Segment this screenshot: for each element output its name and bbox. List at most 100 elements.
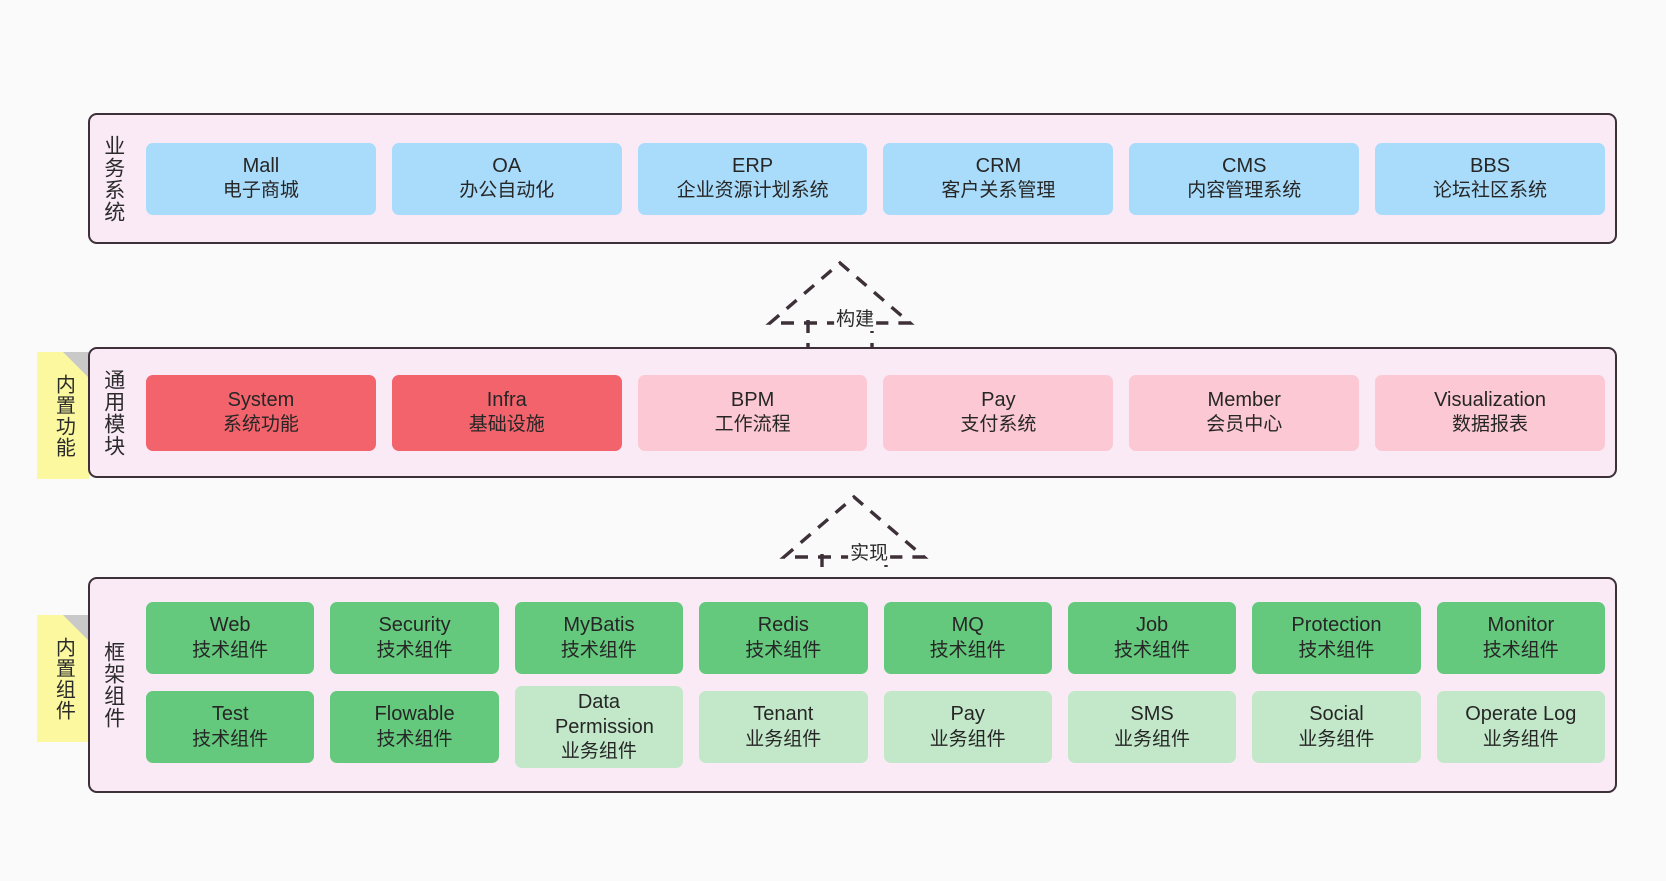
box-bpm[interactable]: BPM 工作流程	[637, 374, 868, 451]
box-infra-name: Infra	[486, 388, 527, 411]
box-oa[interactable]: OA 办公自动化	[391, 142, 622, 215]
box-web-name: Web	[209, 614, 251, 637]
box-social-name: Social	[1309, 703, 1364, 726]
box-job[interactable]: Job 技术组件	[1067, 602, 1237, 674]
box-mq[interactable]: MQ 技术组件	[883, 602, 1052, 674]
note-builtin-components: 内置组件	[37, 615, 89, 742]
layer-body-framework-components: Web 技术组件 Security 技术组件 MyBatis 技术组件 Redi…	[136, 579, 1615, 791]
box-monitor-name: Monitor	[1487, 614, 1555, 637]
box-security-desc: 技术组件	[376, 639, 453, 661]
layer-body-common-modules: System 系统功能 Infra 基础设施 BPM 工作流程 Pay 支付系统…	[136, 349, 1615, 476]
box-web[interactable]: Web 技术组件	[146, 602, 315, 674]
box-mq-name: MQ	[951, 614, 984, 637]
box-bpm-desc: 工作流程	[714, 414, 791, 436]
note-builtin-features: 内置功能	[37, 352, 89, 479]
box-social-desc: 业务组件	[1298, 728, 1375, 750]
box-infra-desc: 基础设施	[468, 414, 545, 436]
box-system-desc: 系统功能	[222, 414, 299, 436]
box-operate-log-name: Operate Log	[1465, 703, 1577, 726]
layer-title-framework-components: 框架组件	[101, 641, 125, 729]
box-bbs[interactable]: BBS 论坛社区系统	[1375, 142, 1605, 215]
box-member-desc: 会员中心	[1206, 414, 1283, 436]
box-sms-desc: 业务组件	[1114, 728, 1191, 750]
box-operate-log[interactable]: Operate Log 业务组件	[1436, 691, 1605, 763]
layer-business-systems: 业务系统 Mall 电子商城 OA 办公自动化 ERP 企业资源计划系统 CRM…	[88, 113, 1617, 244]
box-tenant-name: Tenant	[753, 703, 814, 726]
connector-implement-label: 实现	[848, 538, 891, 565]
box-flowable-name: Flowable	[374, 703, 455, 726]
implement-arrowhead	[779, 494, 929, 559]
box-pay-component-name: Pay	[950, 703, 985, 726]
box-redis[interactable]: Redis 技术组件	[699, 602, 868, 674]
layer-body-business-systems: Mall 电子商城 OA 办公自动化 ERP 企业资源计划系统 CRM 客户关系…	[136, 115, 1615, 242]
box-monitor-desc: 技术组件	[1482, 639, 1559, 661]
box-system[interactable]: System 系统功能	[146, 374, 376, 451]
box-oa-name: OA	[492, 154, 522, 177]
box-member[interactable]: Member 会员中心	[1129, 374, 1360, 451]
box-tenant-desc: 业务组件	[745, 728, 822, 750]
box-pay-module[interactable]: Pay 支付系统	[883, 374, 1114, 451]
box-social[interactable]: Social 业务组件	[1252, 691, 1421, 763]
box-mybatis[interactable]: MyBatis 技术组件	[514, 602, 684, 674]
box-sms-name: SMS	[1130, 703, 1174, 726]
box-test[interactable]: Test 技术组件	[146, 691, 315, 763]
box-mall[interactable]: Mall 电子商城	[146, 142, 376, 215]
connector-build-label: 构建	[834, 304, 877, 331]
row-business-components: Test 技术组件 Flowable 技术组件 Data Permission …	[146, 686, 1605, 768]
note-builtin-components-text: 内置组件	[52, 636, 75, 721]
layer-framework-components: 框架组件 Web 技术组件 Security 技术组件 MyBatis 技术组件…	[88, 577, 1617, 793]
box-protection-desc: 技术组件	[1298, 639, 1375, 661]
box-test-name: Test	[211, 703, 249, 726]
box-pay-module-desc: 支付系统	[960, 414, 1037, 436]
box-crm-name: CRM	[975, 154, 1022, 177]
box-job-desc: 技术组件	[1114, 639, 1191, 661]
layer-common-modules: 通用模块 System 系统功能 Infra 基础设施 BPM 工作流程 Pay…	[88, 347, 1617, 478]
box-crm[interactable]: CRM 客户关系管理	[883, 142, 1114, 215]
box-mall-desc: 电子商城	[222, 180, 299, 202]
box-flowable[interactable]: Flowable 技术组件	[330, 691, 499, 763]
box-infra[interactable]: Infra 基础设施	[391, 374, 622, 451]
box-monitor[interactable]: Monitor 技术组件	[1436, 602, 1605, 674]
row-common-modules: System 系统功能 Infra 基础设施 BPM 工作流程 Pay 支付系统…	[146, 374, 1605, 451]
box-cms-desc: 内容管理系统	[1187, 180, 1302, 202]
box-bbs-desc: 论坛社区系统	[1433, 180, 1548, 202]
box-cms-name: CMS	[1222, 154, 1267, 177]
box-oa-desc: 办公自动化	[459, 180, 555, 202]
note-builtin-features-text: 内置功能	[52, 373, 75, 458]
box-security-name: Security	[378, 614, 451, 637]
note-fold-corner-icon	[63, 352, 89, 378]
box-protection-name: Protection	[1291, 614, 1382, 637]
box-erp-name: ERP	[732, 154, 774, 177]
box-cms[interactable]: CMS 内容管理系统	[1129, 142, 1360, 215]
box-visualization-name: Visualization	[1434, 388, 1547, 411]
box-security[interactable]: Security 技术组件	[330, 602, 499, 674]
box-crm-desc: 客户关系管理	[941, 180, 1056, 202]
note-fold-corner-icon	[63, 615, 89, 641]
box-data-permission[interactable]: Data Permission 业务组件	[514, 686, 684, 768]
box-redis-name: Redis	[757, 614, 809, 637]
box-mq-desc: 技术组件	[929, 639, 1006, 661]
box-tenant[interactable]: Tenant 业务组件	[699, 691, 868, 763]
box-system-name: System	[227, 388, 295, 411]
layer-title-business-systems: 业务系统	[101, 134, 125, 223]
box-member-name: Member	[1207, 388, 1281, 411]
row-tech-components: Web 技术组件 Security 技术组件 MyBatis 技术组件 Redi…	[146, 602, 1605, 674]
layer-title-common-modules: 通用模块	[101, 368, 125, 457]
box-protection[interactable]: Protection 技术组件	[1252, 602, 1421, 674]
box-data-permission-desc: 业务组件	[560, 741, 637, 763]
box-sms[interactable]: SMS 业务组件	[1067, 691, 1237, 763]
box-redis-desc: 技术组件	[745, 639, 822, 661]
box-data-permission-name: Data Permission	[554, 690, 654, 739]
box-test-desc: 技术组件	[192, 728, 269, 750]
box-bbs-name: BBS	[1470, 154, 1511, 177]
box-pay-component[interactable]: Pay 业务组件	[883, 691, 1052, 763]
box-mall-name: Mall	[242, 154, 280, 177]
box-visualization[interactable]: Visualization 数据报表	[1375, 374, 1605, 451]
box-mybatis-name: MyBatis	[563, 614, 635, 637]
box-erp[interactable]: ERP 企业资源计划系统	[637, 142, 868, 215]
box-flowable-desc: 技术组件	[376, 728, 453, 750]
build-arrowhead	[765, 260, 915, 325]
box-mybatis-desc: 技术组件	[560, 639, 637, 661]
row-business-systems: Mall 电子商城 OA 办公自动化 ERP 企业资源计划系统 CRM 客户关系…	[146, 142, 1605, 215]
